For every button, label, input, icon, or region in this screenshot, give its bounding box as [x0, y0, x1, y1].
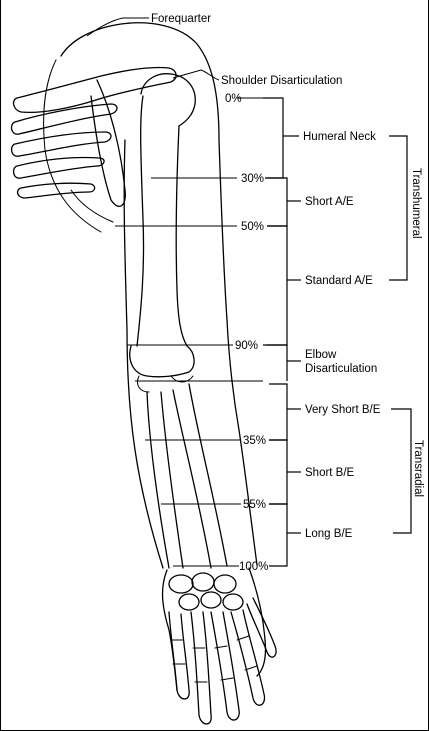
percent-50: 50%	[241, 221, 264, 233]
label-short-ae: Short A/E	[305, 196, 354, 208]
humerus-shaft-lateral	[137, 96, 144, 346]
bracket-short-ae	[267, 178, 287, 226]
label-very-short-be: Very Short B/E	[305, 404, 381, 416]
label-transradial: Transradial	[412, 440, 424, 497]
percent-35: 35%	[243, 435, 266, 447]
humerus-condyles	[130, 346, 194, 377]
percent-90: 90%	[235, 340, 258, 352]
torso-curve-2	[71, 190, 113, 222]
finger-bones	[169, 598, 276, 724]
bracket-transradial	[391, 409, 411, 533]
humerus-head	[141, 74, 195, 126]
label-humeral-neck: Humeral Neck	[303, 131, 376, 143]
label-standard-ae: Standard A/E	[305, 275, 373, 287]
radius-lateral	[147, 392, 169, 568]
label-elbow-line1: Elbow	[305, 349, 337, 361]
bracket-transhumeral	[389, 136, 407, 280]
leader-forequarter	[87, 18, 149, 36]
ulna-medial	[189, 384, 227, 566]
rib-3	[14, 157, 105, 178]
carpal-bones	[169, 573, 243, 610]
percent-30: 30%	[241, 173, 264, 185]
label-transhumeral: Transhumeral	[410, 168, 422, 239]
bracket-long-be	[269, 504, 287, 566]
label-long-be: Long B/E	[305, 528, 353, 540]
bracket-standard-ae	[263, 226, 287, 345]
label-short-be: Short B/E	[305, 467, 355, 479]
bracket-elbow	[267, 345, 287, 381]
percent-labels: 0% 30% 50% 90% 35% 55% 100%	[225, 93, 268, 573]
label-elbow-line2: Disarticulation	[305, 363, 377, 375]
arm-illustration	[12, 23, 277, 724]
percent-0: 0%	[225, 93, 242, 105]
bracket-humeral-neck	[263, 98, 283, 178]
percent-55: 55%	[243, 499, 266, 511]
level-brackets	[263, 98, 411, 566]
bracket-very-short-be	[269, 384, 287, 440]
label-shoulder-disarticulation: Shoulder Disarticulation	[221, 75, 342, 87]
label-forequarter: Forequarter	[151, 13, 211, 25]
humerus-shaft-medial	[176, 126, 187, 346]
olecranon	[137, 376, 193, 392]
percent-100: 100%	[239, 561, 268, 573]
bracket-short-be	[269, 440, 287, 504]
